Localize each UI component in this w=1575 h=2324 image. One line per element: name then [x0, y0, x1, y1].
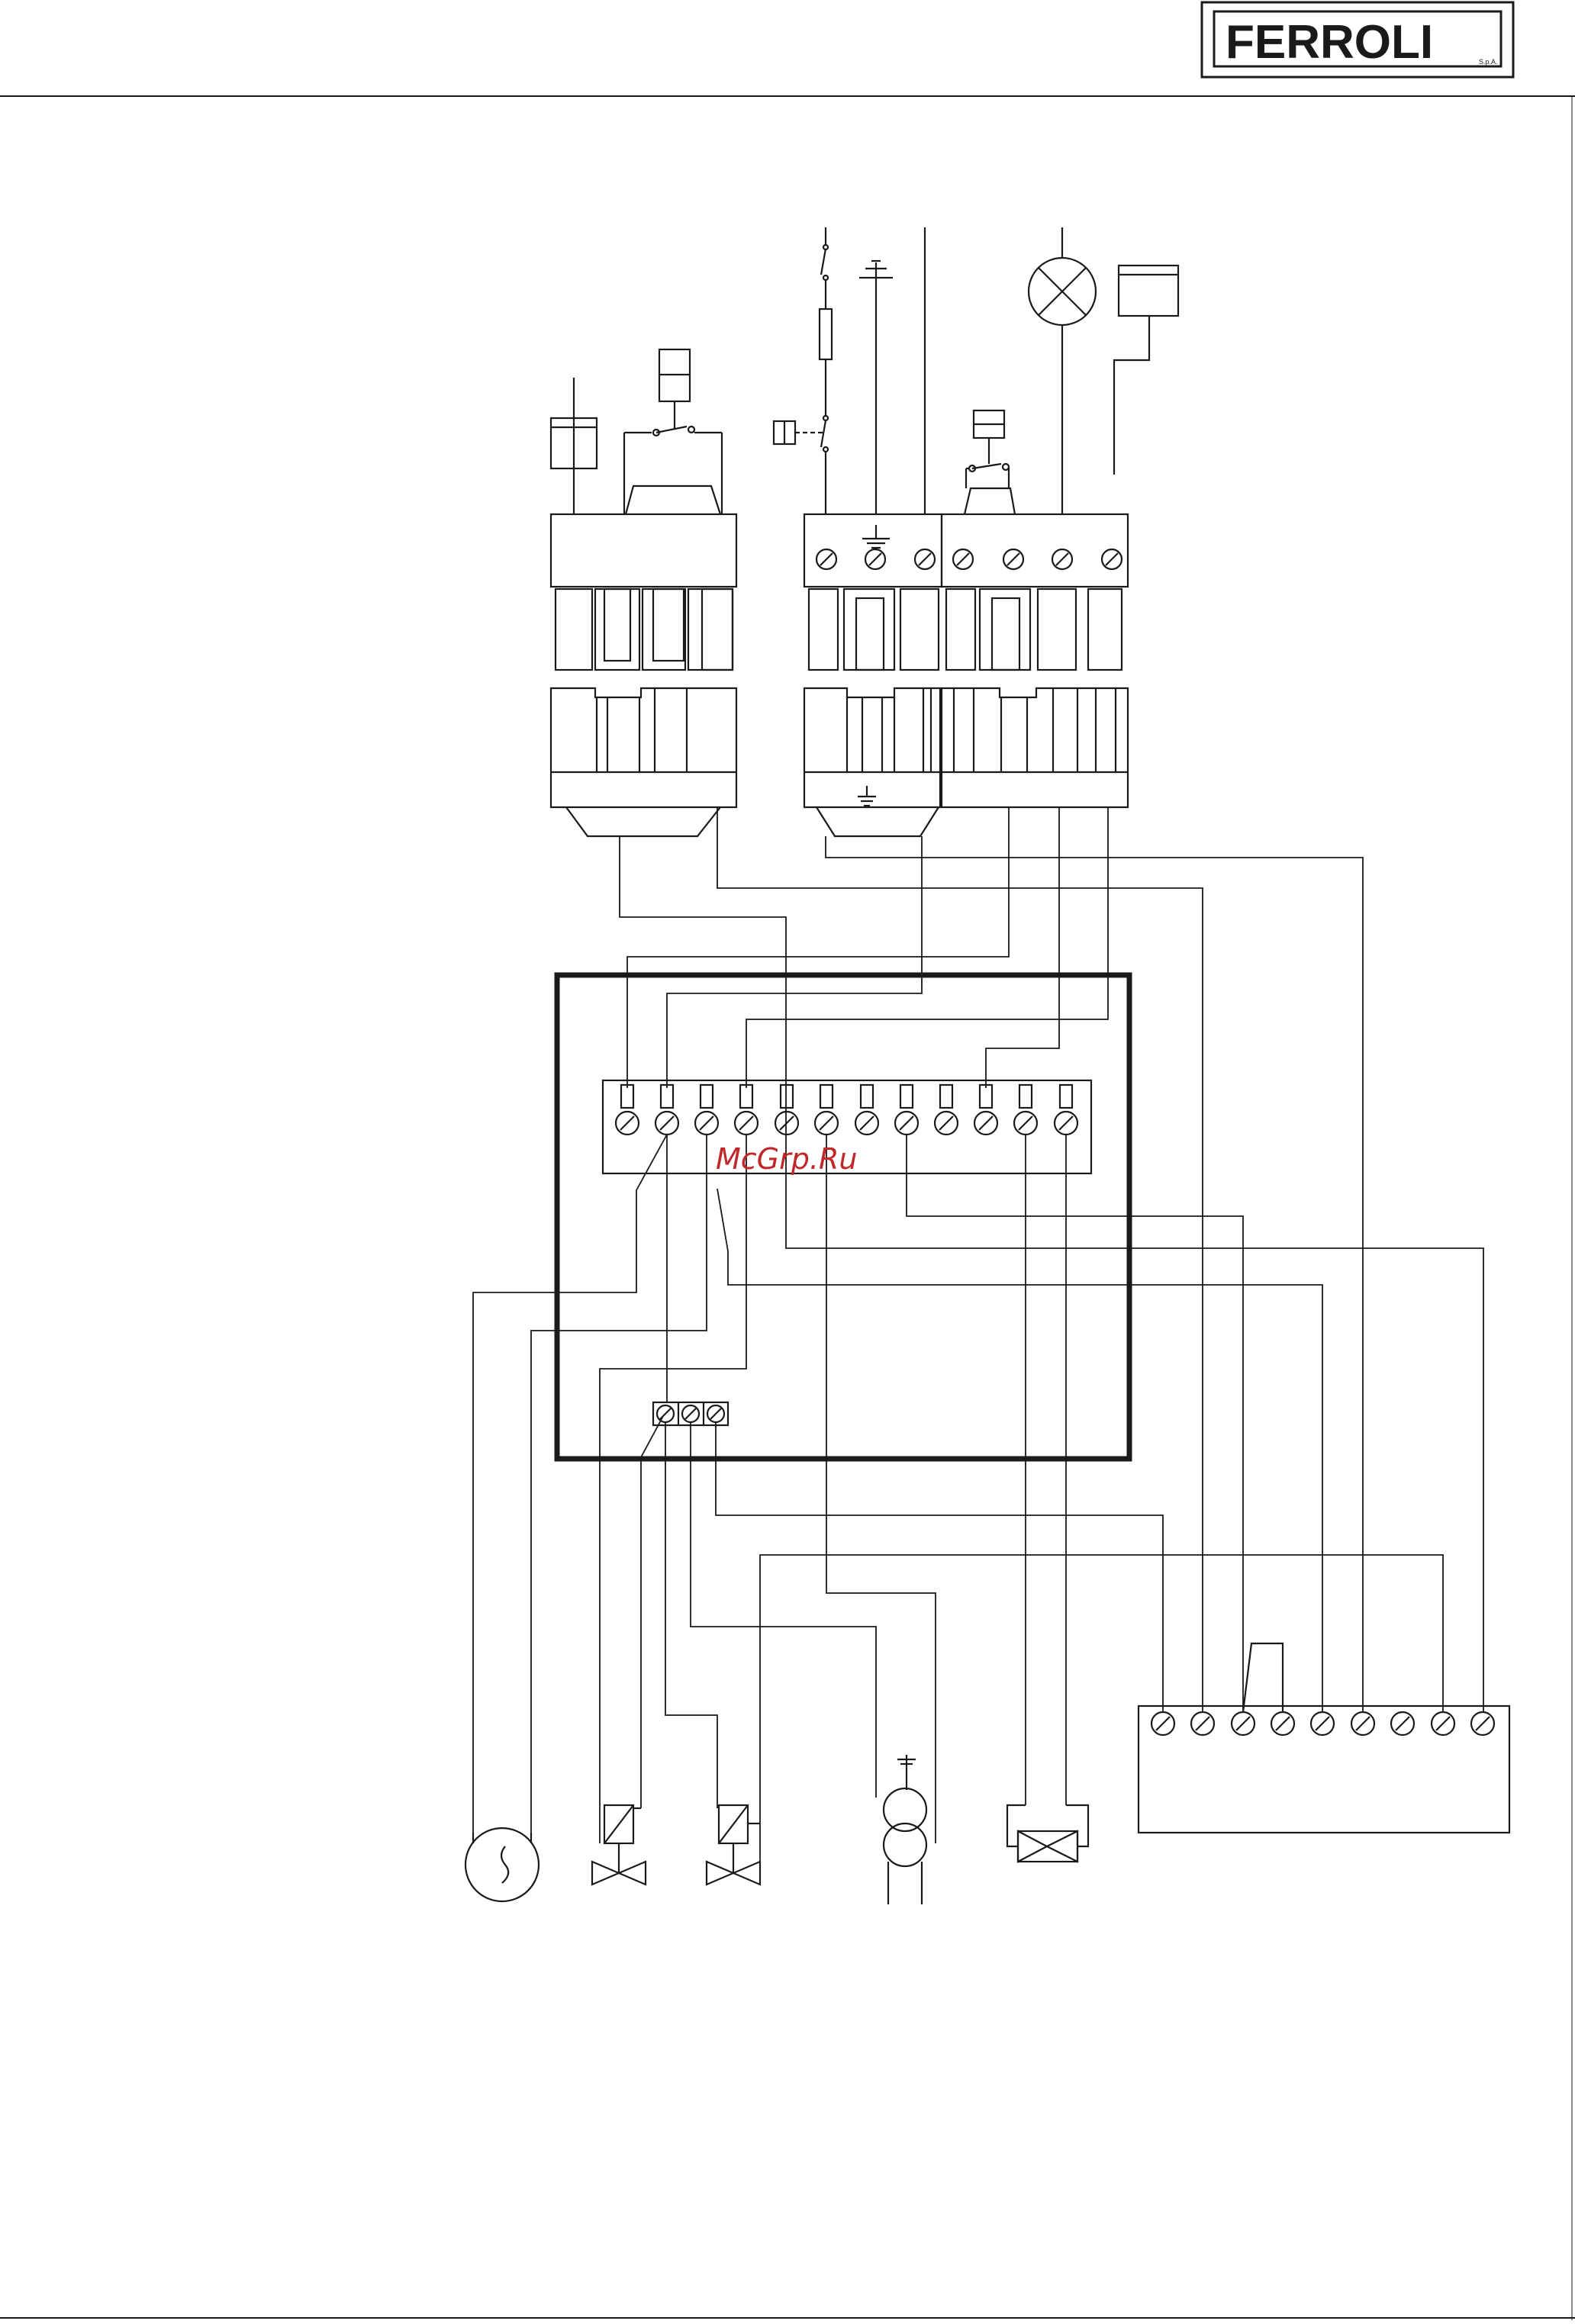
brand-name: FERROLI — [1226, 16, 1433, 69]
pump-motor-icon — [465, 1828, 539, 1901]
indicator-lamp-icon — [1029, 258, 1096, 325]
external-terminal-screws — [1151, 1712, 1494, 1735]
board-small-terminals — [653, 1402, 728, 1425]
wires — [473, 807, 1483, 1866]
terminal-screw-icon — [1271, 1712, 1294, 1735]
terminal-screw-icon — [1151, 1712, 1174, 1735]
ignition-transformer-icon — [884, 1755, 926, 1904]
earth-top-icon — [859, 261, 893, 514]
terminal-screw-icon — [935, 1112, 958, 1135]
terminal-screw-icon — [682, 1405, 699, 1422]
terminal-screw-icon — [974, 1112, 997, 1135]
terminal-screw-icon — [657, 1405, 674, 1422]
terminal-screw-icon — [1432, 1712, 1454, 1735]
watermark: McGrp.Ru — [716, 1142, 857, 1176]
terminal-screw-icon — [895, 1112, 918, 1135]
connector-block-right — [942, 227, 1178, 807]
upper-terminal-screws — [816, 549, 1122, 569]
terminal-screw-icon — [1014, 1112, 1037, 1135]
terminal-screw-icon — [775, 1112, 798, 1135]
terminal-screw-icon — [695, 1112, 718, 1135]
terminal-screw-icon — [1055, 1112, 1077, 1135]
terminal-screw-icon — [1052, 549, 1072, 569]
terminal-screw-icon — [816, 549, 836, 569]
terminal-screw-icon — [865, 549, 885, 569]
terminal-screw-icon — [855, 1112, 878, 1135]
terminal-screw-icon — [1471, 1712, 1494, 1735]
connector-block-left — [551, 349, 736, 836]
main-switch-icon — [774, 421, 823, 444]
terminal-screw-icon — [1102, 549, 1122, 569]
terminal-screw-icon — [1351, 1712, 1374, 1735]
terminal-screw-icon — [616, 1112, 639, 1135]
terminal-screw-icon — [1391, 1712, 1414, 1735]
earth-lower-icon — [858, 786, 876, 806]
brand-suffix: S.p.A. — [1479, 58, 1498, 66]
terminal-screw-icon — [953, 549, 973, 569]
fuse-icon — [820, 309, 832, 359]
terminal-screw-icon — [815, 1112, 838, 1135]
ignition-electrode-icon — [1007, 1805, 1088, 1862]
jumper-link — [1243, 1643, 1283, 1712]
terminal-screw-icon — [1003, 549, 1023, 569]
terminal-screw-icon — [707, 1405, 724, 1422]
display-module-icon — [1114, 266, 1178, 475]
pressure-switch-icon — [624, 349, 722, 514]
terminal-screw-icon — [1311, 1712, 1334, 1735]
ferroli-logo: FERROLI S.p.A. — [1202, 2, 1513, 77]
connector-block-middle — [774, 227, 942, 836]
thermostat-icon — [965, 410, 1015, 514]
gas-valve-2-icon — [707, 1805, 760, 1885]
board-terminals — [616, 1085, 1077, 1135]
terminal-screw-icon — [655, 1112, 678, 1135]
earth-terminal-icon — [862, 525, 890, 548]
terminal-screw-icon — [1191, 1712, 1214, 1735]
terminal-screw-icon — [915, 549, 935, 569]
terminal-screw-icon — [735, 1112, 758, 1135]
terminal-screw-icon — [1232, 1712, 1255, 1735]
